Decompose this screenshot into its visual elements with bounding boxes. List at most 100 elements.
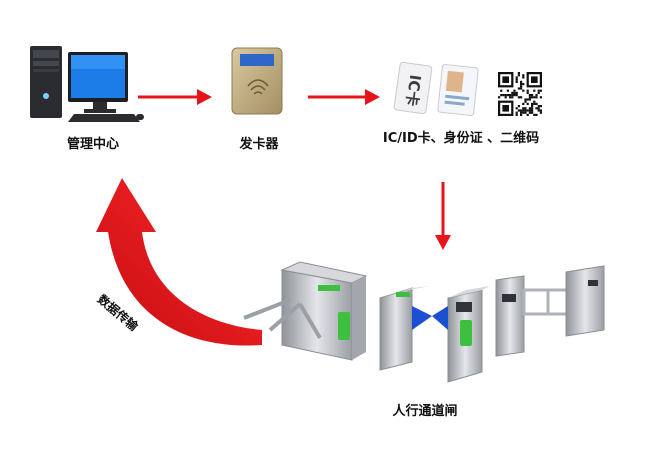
qr-module bbox=[526, 109, 529, 112]
qr-module bbox=[517, 105, 520, 108]
node-label-card-issuer: 发卡器 bbox=[239, 137, 279, 152]
qr-module bbox=[513, 89, 516, 92]
swing-gate-icon bbox=[495, 265, 605, 357]
qr-module bbox=[520, 87, 523, 90]
qr-module bbox=[537, 91, 540, 94]
card-reader-icon bbox=[231, 47, 283, 115]
qr-module bbox=[515, 111, 518, 114]
qr-module bbox=[517, 96, 520, 99]
qr-module bbox=[511, 96, 514, 99]
qr-module bbox=[522, 111, 525, 114]
qr-module bbox=[531, 105, 534, 108]
arrow-data-transmission bbox=[96, 178, 262, 346]
qr-module bbox=[526, 89, 529, 92]
qr-module bbox=[535, 107, 538, 110]
ic-card-text: IC卡 bbox=[402, 73, 425, 108]
qr-module bbox=[511, 94, 514, 97]
tripod-turnstile-icon bbox=[243, 261, 368, 361]
qr-module bbox=[535, 113, 538, 116]
qr-module bbox=[528, 111, 531, 114]
qr-module bbox=[522, 76, 525, 79]
qr-module bbox=[537, 89, 540, 92]
arrow-issuer-to-credentials bbox=[308, 89, 380, 105]
qr-module bbox=[498, 96, 501, 99]
qr-module bbox=[515, 107, 518, 110]
qr-finder bbox=[531, 76, 538, 83]
qr-module bbox=[502, 94, 505, 97]
qr-module bbox=[528, 107, 531, 110]
qr-module bbox=[533, 102, 536, 105]
qr-module bbox=[531, 102, 534, 105]
qr-module bbox=[517, 74, 520, 77]
qr-module bbox=[533, 100, 536, 103]
qr-module bbox=[526, 98, 529, 101]
qr-module bbox=[520, 113, 523, 116]
qr-module bbox=[531, 96, 534, 99]
qr-module bbox=[524, 98, 527, 101]
qr-module bbox=[511, 91, 514, 94]
qr-module bbox=[535, 102, 538, 105]
qr-module bbox=[513, 94, 516, 97]
qr-module bbox=[537, 105, 540, 108]
qr-module bbox=[520, 111, 523, 114]
qr-module bbox=[539, 89, 542, 92]
qr-code-icon bbox=[496, 70, 544, 118]
arrow-computer-to-issuer bbox=[138, 89, 212, 105]
qr-module bbox=[528, 96, 531, 99]
qr-module bbox=[520, 96, 523, 99]
qr-finder bbox=[502, 105, 509, 112]
flap-barrier-icon bbox=[379, 286, 490, 383]
qr-module bbox=[526, 102, 529, 105]
qr-module bbox=[524, 107, 527, 110]
qr-module bbox=[528, 98, 531, 101]
qr-module bbox=[539, 111, 542, 114]
qr-module bbox=[522, 109, 525, 112]
ic-card-icon bbox=[393, 61, 433, 115]
qr-module bbox=[537, 109, 540, 112]
node-label-management-center: 管理中心 bbox=[66, 137, 120, 152]
qr-module bbox=[537, 107, 540, 110]
qr-module bbox=[531, 109, 534, 112]
qr-module bbox=[522, 83, 525, 86]
qr-module bbox=[524, 111, 527, 114]
qr-module bbox=[533, 96, 536, 99]
qr-module bbox=[533, 89, 536, 92]
qr-module bbox=[522, 102, 525, 105]
qr-module bbox=[524, 109, 527, 112]
qr-module bbox=[515, 78, 518, 81]
qr-module bbox=[506, 94, 509, 97]
qr-module bbox=[515, 113, 518, 116]
qr-module bbox=[535, 94, 538, 97]
qr-module bbox=[528, 94, 531, 97]
qr-module bbox=[500, 94, 503, 97]
qr-module bbox=[539, 105, 542, 108]
qr-module bbox=[522, 89, 525, 92]
qr-module bbox=[526, 113, 529, 116]
qr-module bbox=[515, 91, 518, 94]
qr-module bbox=[531, 94, 534, 97]
qr-module bbox=[520, 85, 523, 88]
qr-module bbox=[509, 96, 512, 99]
qr-module bbox=[517, 109, 520, 112]
qr-module bbox=[535, 96, 538, 99]
qr-module bbox=[513, 91, 516, 94]
qr-module bbox=[533, 113, 536, 116]
qr-module bbox=[515, 76, 518, 79]
qr-module bbox=[506, 89, 509, 92]
qr-module bbox=[528, 109, 531, 112]
qr-module bbox=[500, 89, 503, 92]
qr-module bbox=[531, 111, 534, 114]
qr-finder bbox=[502, 76, 509, 83]
qr-module bbox=[520, 80, 523, 83]
qr-module bbox=[520, 109, 523, 112]
node-label-credentials: IC/ID卡、身份证 、二维码 bbox=[382, 131, 540, 146]
qr-module bbox=[539, 96, 542, 99]
qr-module bbox=[520, 83, 523, 86]
node-label-gates: 人行通道闸 bbox=[392, 404, 458, 419]
qr-module bbox=[515, 94, 518, 97]
qr-module bbox=[504, 94, 507, 97]
qr-module bbox=[526, 91, 529, 94]
qr-module bbox=[524, 100, 527, 103]
id-card-icon bbox=[437, 64, 479, 116]
